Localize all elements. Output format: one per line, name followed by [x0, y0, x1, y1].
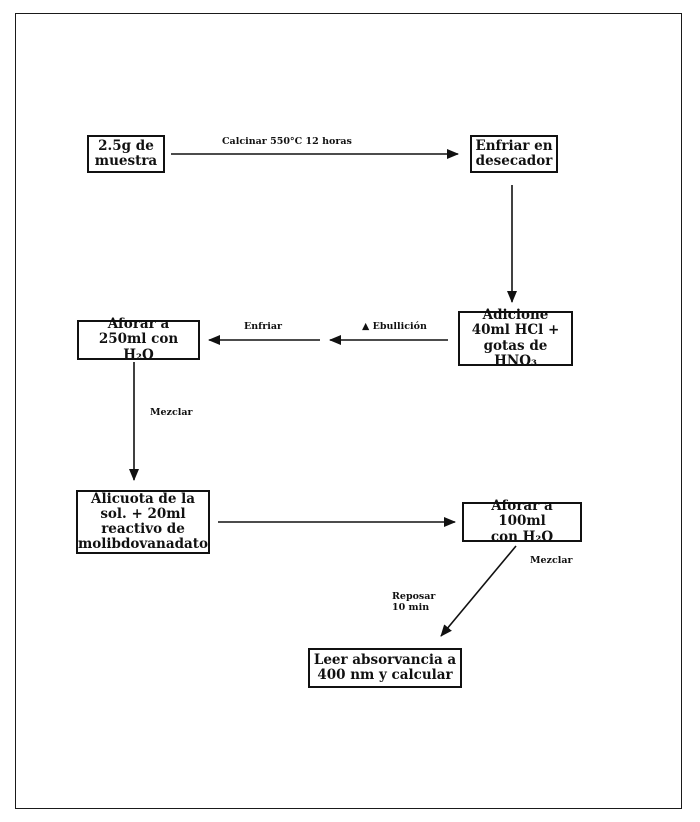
edge-label-calcinar: Calcinar 550°C 12 horas	[222, 136, 352, 147]
arrow-aforar100-to-leer	[440, 545, 517, 637]
edge-label-enfriar: Enfriar	[244, 321, 283, 332]
diagram-frame	[15, 13, 682, 809]
edge-label-mezclar-1: Mezclar	[150, 407, 193, 418]
edge-label-mezclar-2: Mezclar	[530, 555, 573, 566]
edge-label-ebullicion: ▲ Ebullición	[362, 321, 427, 332]
